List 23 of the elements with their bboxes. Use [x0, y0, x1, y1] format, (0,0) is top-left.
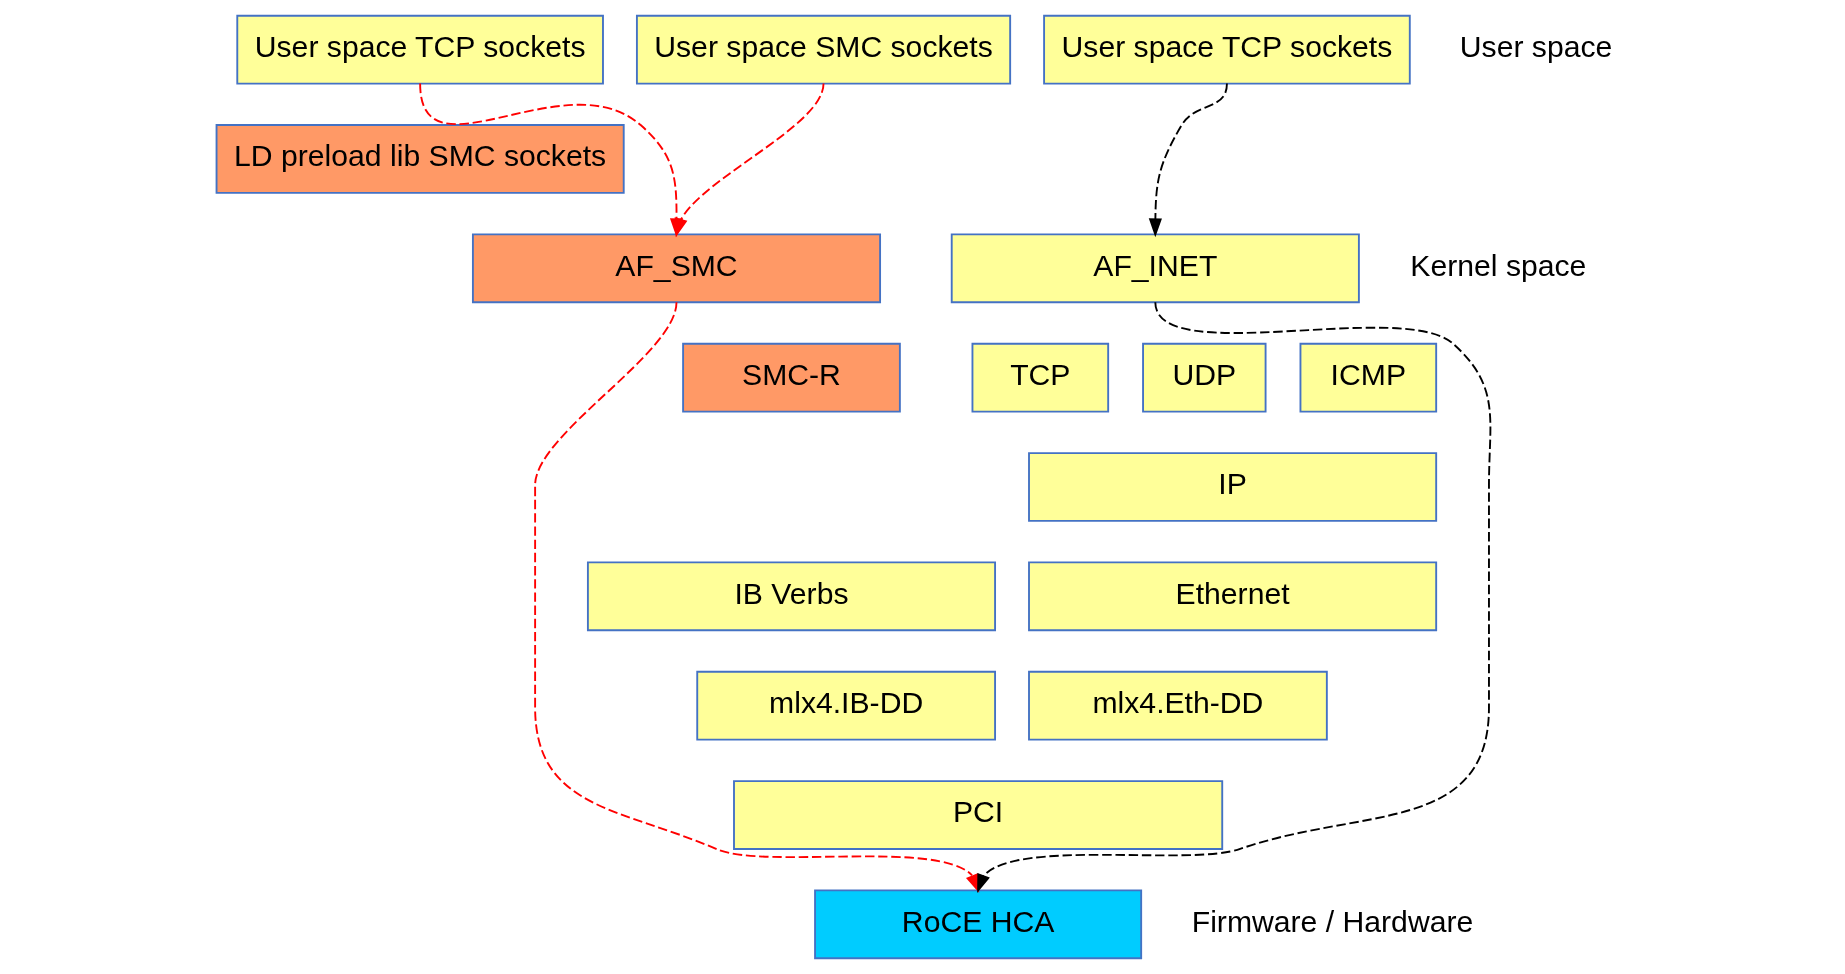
- label: Firmware / Hardware: [1191, 904, 1474, 938]
- node-box: IP: [1028, 452, 1438, 522]
- label: Kernel space: [1410, 248, 1587, 282]
- node-box: SMC-R: [682, 342, 901, 413]
- node-box: RoCE HCA: [814, 889, 1143, 960]
- node-box: IB Verbs: [586, 561, 997, 632]
- node-box: User space TCP sockets: [1043, 14, 1411, 85]
- node-box: UDP: [1142, 342, 1267, 413]
- arrow: [977, 301, 1492, 894]
- node-box: TCP: [971, 342, 1110, 413]
- node-box: AF_INET: [950, 233, 1360, 304]
- node-box: mlx4.IB-DD: [696, 670, 997, 741]
- node-box: User space SMC sockets: [635, 14, 1012, 85]
- node-box: mlx4.Eth-DD: [1028, 670, 1328, 741]
- node-box: LD preload lib SMC sockets: [215, 124, 625, 194]
- arrow: [1148, 82, 1228, 238]
- node-box: User space TCP sockets: [236, 14, 604, 85]
- node-box: ICMP: [1299, 342, 1438, 413]
- node-box: AF_SMC: [471, 233, 882, 304]
- arrow: [674, 82, 825, 238]
- label: User space: [1459, 29, 1613, 63]
- node-box: Ethernet: [1028, 561, 1438, 632]
- node-box: PCI: [733, 780, 1224, 850]
